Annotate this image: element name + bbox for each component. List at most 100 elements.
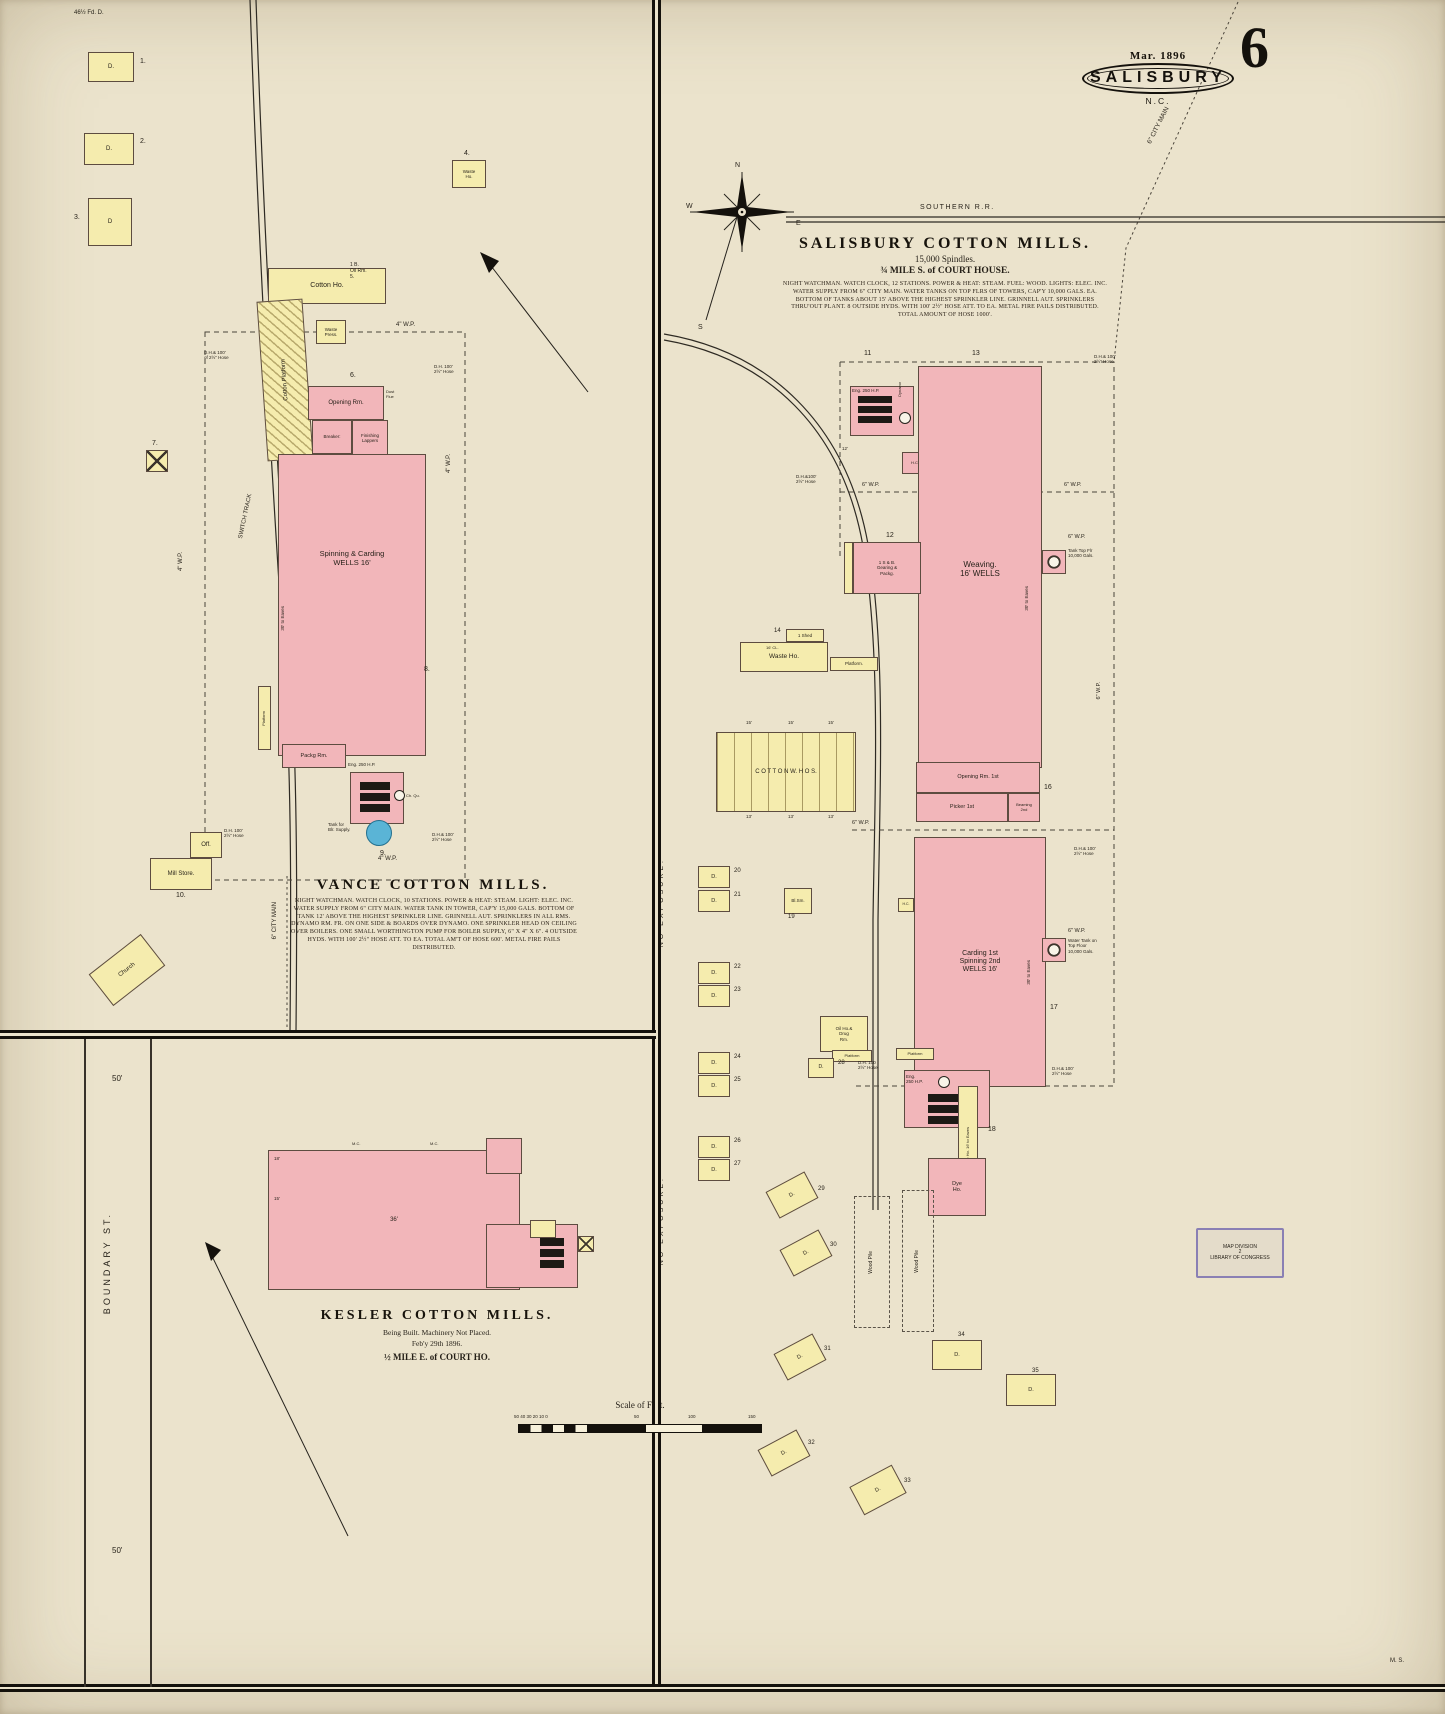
- map-label: 25: [734, 1077, 741, 1083]
- shed: [530, 1220, 556, 1238]
- map-label: 6" W.P.: [852, 820, 870, 826]
- dye-house-label: Dye Ho.: [952, 1180, 962, 1193]
- map-label: 12: [886, 532, 894, 539]
- dwelling-2-label: D.: [106, 145, 112, 152]
- map-label: 22: [734, 964, 741, 970]
- dwelling-35: D.: [1006, 1374, 1056, 1406]
- gearing-packing: 1 S & B. Gearing & Packg.: [853, 542, 921, 594]
- finishing-lappers: Finishing Lappers: [352, 420, 388, 456]
- map-label: M. S.: [1390, 1658, 1405, 1664]
- map-label: Eng. 250 H.P.: [852, 388, 880, 393]
- opening-room-label: Opening Rm.: [328, 399, 364, 406]
- cotton-house: Cotton Ho.: [268, 268, 386, 304]
- map-label: Ch. Qu.: [406, 793, 420, 798]
- map-label: 150: [748, 1414, 756, 1419]
- map-label: 35: [1032, 1368, 1039, 1374]
- map-label: 21: [734, 892, 741, 898]
- map-label: 50: [634, 1414, 640, 1419]
- state-abbr: N.C.: [1145, 96, 1171, 106]
- map-label: 46½ Fd. D.: [74, 10, 104, 16]
- opening-room-1st-label: Opening Rm. 1st: [957, 774, 999, 781]
- railroad-label: SOUTHERN R.R.: [920, 204, 995, 211]
- waste-house: Waste Ho.: [740, 642, 828, 672]
- chimney-stack: [394, 790, 405, 801]
- map-label: D.H.& 100' 2½" Hose: [1052, 1066, 1074, 1077]
- map-label: 4" W.P.: [446, 454, 452, 474]
- kesler-tower: [486, 1138, 522, 1174]
- dwelling-33-label: D.: [874, 1485, 882, 1494]
- map-label: D.H.& 100' 2½" Hose: [432, 832, 454, 843]
- map-label: Feb'y 29th 1896.: [411, 1339, 463, 1348]
- map-label: 2.: [140, 138, 146, 145]
- map-label: 18': [274, 1156, 280, 1161]
- library-stamp: MAP DIVISION 2 LIBRARY OF CONGRESS: [1196, 1228, 1284, 1278]
- map-label: 23: [734, 987, 741, 993]
- map-label: 50': [112, 1074, 123, 1083]
- map-label: Being Built. Machinery Not Placed.: [383, 1328, 491, 1337]
- dwelling-22: D.: [698, 962, 730, 984]
- platform-strip: [844, 542, 853, 594]
- wood-pile: Wood Pile: [902, 1190, 934, 1332]
- water-tank-tower: [1042, 938, 1066, 962]
- map-label: D.H.& 100' 2½" Hose: [1074, 846, 1096, 857]
- map-label: N: [735, 162, 741, 169]
- dye-house: Dye Ho.: [928, 1158, 986, 1216]
- map-label: 6" W.P.: [1068, 928, 1086, 934]
- sheet-bottom-rule: [0, 1684, 1445, 1692]
- map-label: 4.: [464, 150, 470, 157]
- blacksmith-shop-label: Bl.Sm.: [791, 898, 805, 904]
- dwelling-25-label: D.: [711, 1082, 717, 1089]
- carding-spinning-building: Carding 1st Spinning 2nd WELLS 16': [914, 837, 1046, 1087]
- map-label: 1.: [140, 58, 146, 65]
- map-label: BOUNDARY ST.: [102, 1212, 112, 1315]
- packing-room: Packg Rm.: [282, 744, 346, 768]
- dwelling-24: D.: [698, 1052, 730, 1074]
- water-tank: [366, 820, 392, 846]
- map-label: D.H. 100' 2½" Hose: [224, 828, 244, 839]
- city-name: SALISBURY: [1090, 69, 1227, 86]
- map-date: Mar. 1896: [1129, 50, 1187, 62]
- packing-room-label: Packg Rm.: [300, 752, 328, 759]
- map-label: Tank for Blr. Supply.: [328, 822, 351, 833]
- dwelling-25: D.: [698, 1075, 730, 1097]
- shed-1-label: 1 Shed: [797, 632, 813, 638]
- vance-title: VANCE COTTON MILLS.: [316, 877, 550, 893]
- platform-strip-label: Platform: [261, 710, 267, 726]
- cotton-warehouses-label: C O T T O N W. H O S.: [755, 768, 817, 775]
- map-label: 26: [734, 1138, 741, 1144]
- dwelling-30-label: D.: [802, 1248, 810, 1257]
- dwelling-22-label: D.: [711, 969, 717, 976]
- dwelling-3: D: [88, 198, 132, 246]
- map-label: Tank Top Flr 10,000 Gals.: [1068, 548, 1094, 559]
- map-label: 13: [972, 350, 980, 357]
- church-label: Church: [117, 961, 137, 979]
- scale-bar-segment: [703, 1425, 761, 1432]
- map-label: D.H. 100' 2½" Hose: [434, 364, 454, 375]
- map-label: 20: [734, 868, 741, 874]
- map-label: 4" W.P.: [396, 322, 416, 328]
- map-label: 17: [1050, 1004, 1058, 1011]
- salisbury-description: NIGHT WATCHMAN. WATCH CLOCK, 12 STATIONS…: [782, 281, 1108, 319]
- map-label: 16' CL.: [766, 645, 779, 650]
- waste-house-4-label: Waste Ho.: [462, 168, 476, 179]
- scale-bar-segment: [645, 1425, 703, 1432]
- office-label: Off.: [201, 841, 211, 848]
- kesler-title: KESLER COTTON MILLS.: [320, 1308, 554, 1323]
- map-label: 8.: [424, 666, 430, 673]
- map-label: Water Tank on Top Floor 10,000 Gals.: [1068, 938, 1097, 954]
- street-edge-line: [150, 1039, 152, 1687]
- map-title-badge: Mar. 1896 SALISBURY N.C.: [1082, 50, 1234, 106]
- cotton-platform-label: Cotton Platform: [280, 359, 290, 402]
- dwelling-34: D.: [932, 1340, 982, 1370]
- dwelling-27-label: D.: [711, 1166, 717, 1173]
- dwelling-33: D.: [849, 1464, 907, 1516]
- waste-house-4: Waste Ho.: [452, 160, 486, 188]
- crossed-structure-7: [146, 450, 168, 472]
- map-label: 14: [774, 628, 781, 634]
- platform-label: Platform.: [844, 661, 863, 667]
- cotton-platform: Cotton Platform: [256, 298, 314, 462]
- wood-pile-label: Wood Pile: [914, 1249, 921, 1273]
- shed-1: 1 Shed: [786, 629, 824, 642]
- gearing-packing-label: 1 S & B. Gearing & Packg.: [876, 560, 898, 576]
